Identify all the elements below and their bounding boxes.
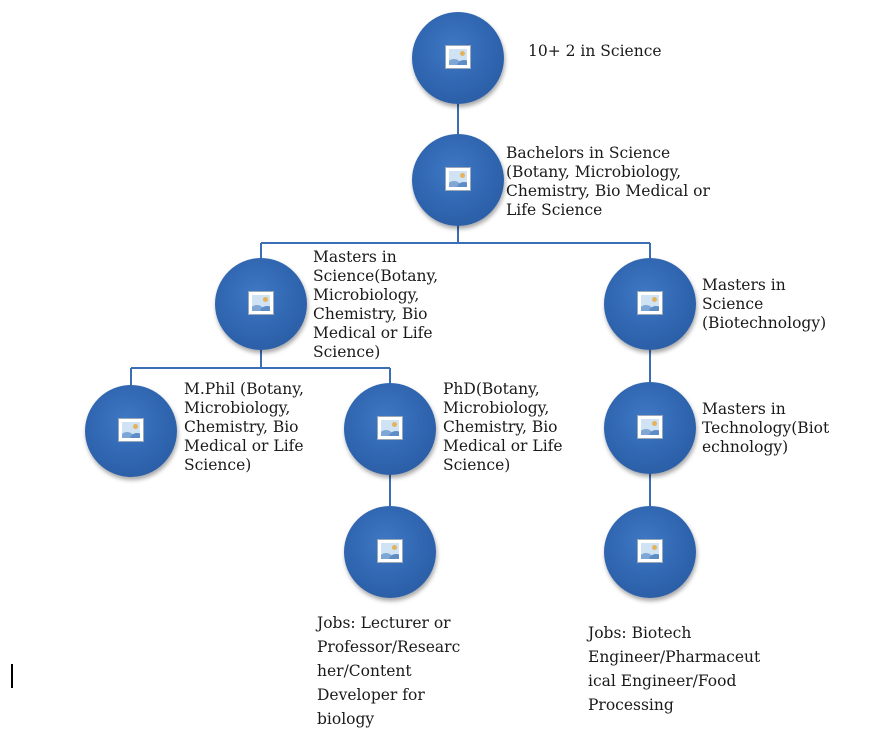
node-jobs-academic <box>344 506 436 598</box>
node-label-bachelors: Bachelors in Science (Botany, Microbiolo… <box>506 144 710 219</box>
node-label-masters-technology: Masters in Technology(Biot echnology) <box>702 400 830 456</box>
image-placeholder-icon <box>637 291 663 315</box>
image-placeholder-icon <box>637 415 663 439</box>
image-placeholder-icon <box>377 539 403 563</box>
node-masters-biotech <box>604 258 696 350</box>
node-jobs-industry <box>604 506 696 598</box>
image-placeholder-icon <box>248 291 274 315</box>
node-label-mphil: M.Phil (Botany, Microbiology, Chemistry,… <box>184 380 304 474</box>
node-bachelors <box>412 134 504 226</box>
jobs-label-academic: Jobs: Lecturer or Professor/Researc her/… <box>317 614 461 728</box>
image-placeholder-icon <box>637 539 663 563</box>
node-label-masters-science: Masters in Science(Botany, Microbiology,… <box>313 248 439 361</box>
node-10-plus-2 <box>412 12 504 104</box>
node-masters-technology <box>604 382 696 474</box>
text-cursor <box>11 664 13 688</box>
node-label-10-plus-2: 10+ 2 in Science <box>528 42 662 60</box>
node-masters-science <box>215 258 307 350</box>
jobs-label-industry: Jobs: Biotech Engineer/Pharmaceut ical E… <box>588 624 761 714</box>
node-phd <box>344 383 436 475</box>
node-label-phd: PhD(Botany, Microbiology, Chemistry, Bio… <box>443 380 563 474</box>
image-placeholder-icon <box>445 45 471 69</box>
node-label-masters-biotech: Masters in Science (Biotechnology) <box>702 276 827 332</box>
image-placeholder-icon <box>445 167 471 191</box>
node-mphil <box>85 385 177 477</box>
image-placeholder-icon <box>377 416 403 440</box>
image-placeholder-icon <box>118 418 144 442</box>
